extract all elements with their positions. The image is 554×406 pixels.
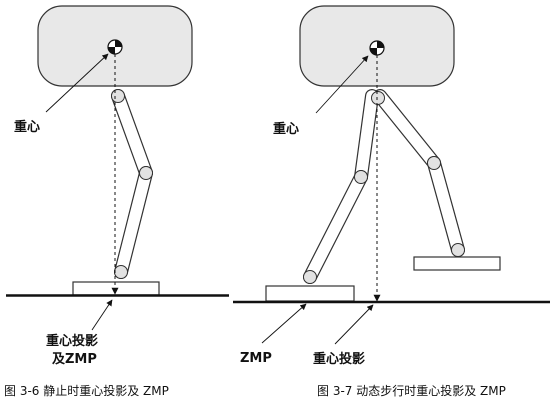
- left-projection-label-line1: 重心投影: [46, 333, 98, 349]
- right-com-leader-arrow: [315, 55, 369, 114]
- right-front-ankle-joint: [303, 270, 317, 284]
- left-com-label: 重心: [14, 119, 40, 135]
- right-caption: 图 3-7 动态步行时重心投影及 ZMP: [317, 383, 506, 398]
- right-back-knee-joint: [427, 156, 441, 170]
- right-zmp-leader-arrow: [261, 303, 307, 344]
- right-front-foot: [265, 285, 355, 302]
- right-com-label: 重心: [273, 121, 299, 137]
- right-back-foot: [413, 256, 501, 271]
- right-zmp-label: ZMP: [240, 351, 272, 366]
- right-projection-leader-arrow: [334, 304, 374, 345]
- left-com-leader-arrow: [45, 53, 109, 113]
- left-figure: 重心 重心投影 及ZMP 图 3-6 静止时重心投影及 ZMP: [4, 5, 229, 398]
- left-knee-joint: [139, 166, 153, 180]
- left-ankle-joint: [114, 265, 128, 279]
- right-back-ankle-joint: [451, 243, 465, 257]
- right-hip-joint: [371, 91, 385, 105]
- left-zmp-leader-arrow: [91, 299, 113, 331]
- right-front-knee-joint: [354, 170, 368, 184]
- left-projection-label-line2: 及ZMP: [52, 352, 97, 367]
- left-caption: 图 3-6 静止时重心投影及 ZMP: [4, 383, 169, 398]
- left-com-icon: [107, 39, 123, 55]
- left-hip-joint: [111, 89, 125, 103]
- right-com-icon: [369, 40, 385, 56]
- right-figure: 重心 ZMP 重心投影 图 3-7 动态步行时重心投影及 ZMP: [233, 5, 550, 398]
- left-foot: [72, 281, 160, 296]
- right-projection-label: 重心投影: [313, 351, 365, 367]
